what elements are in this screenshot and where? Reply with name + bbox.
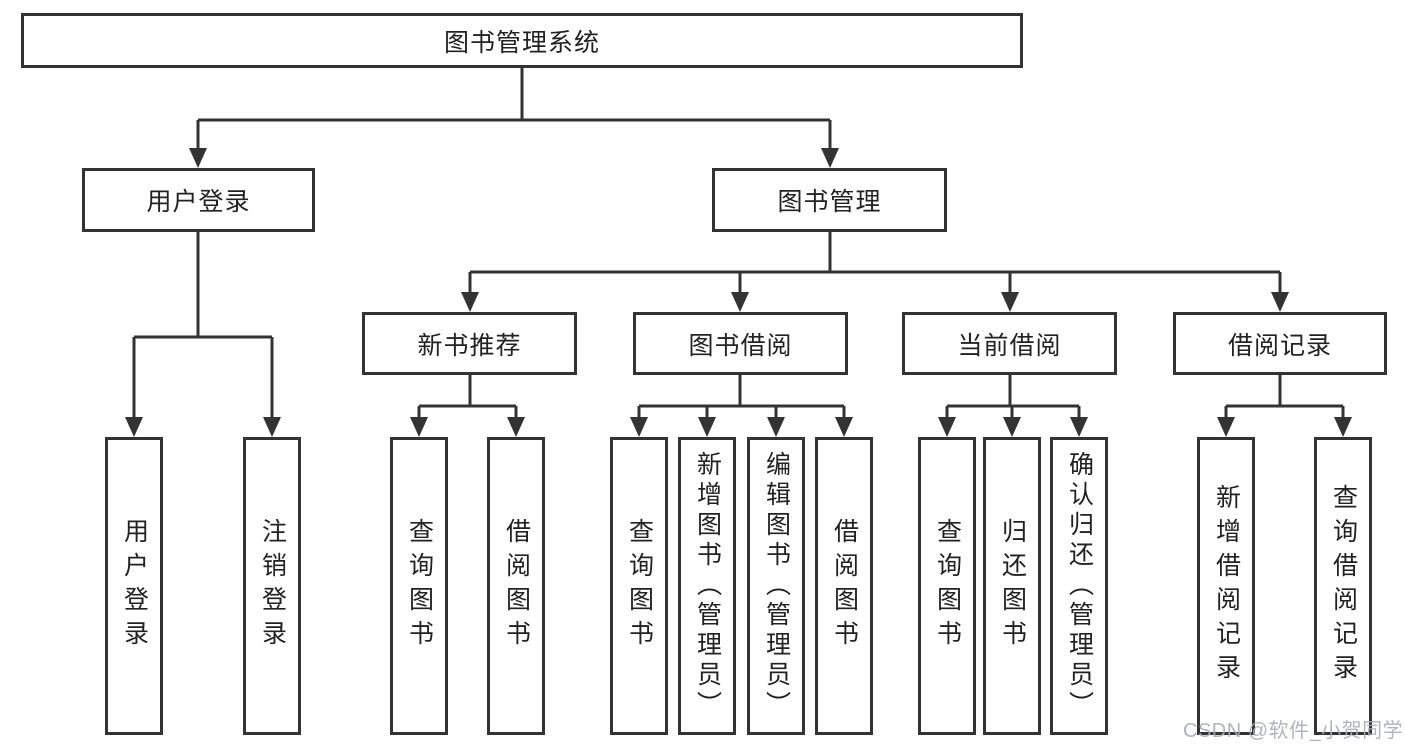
leaf-borrow-books-2-label: 借阅图书 (830, 518, 859, 654)
leaf-add-borrow-record: 新增借阅记录 (1197, 437, 1255, 735)
csdn-watermark: CSDN @软件_小贺同学 (1183, 720, 1404, 742)
node-new-book-recommend: 新书推荐 (362, 312, 577, 375)
leaf-query-books-1: 查询图书 (390, 437, 448, 735)
leaf-add-borrow-record-label: 新增借阅记录 (1212, 484, 1241, 688)
leaf-edit-book-admin-label: 编辑图书（管理员） (762, 451, 791, 721)
leaf-query-books-3: 查询图书 (918, 437, 976, 735)
node-current-borrowing: 当前借阅 (902, 312, 1117, 375)
node-borrowing-records: 借阅记录 (1173, 312, 1387, 375)
leaf-query-borrow-record-label: 查询借阅记录 (1329, 484, 1358, 688)
leaf-user-login: 用户登录 (105, 437, 163, 735)
leaf-confirm-return-admin-label: 确认归还（管理员） (1065, 451, 1094, 721)
leaf-confirm-return-admin: 确认归还（管理员） (1050, 437, 1108, 735)
leaf-query-books-2-label: 查询图书 (625, 518, 654, 654)
node-book-borrowing: 图书借阅 (633, 312, 848, 375)
leaf-add-book-admin-label: 新增图书（管理员） (693, 451, 722, 721)
leaf-return-books-label: 归还图书 (998, 518, 1027, 654)
leaf-add-book-admin: 新增图书（管理员） (678, 437, 736, 735)
leaf-borrow-books-1-label: 借阅图书 (502, 518, 531, 654)
node-root-system: 图书管理系统 (21, 13, 1023, 68)
leaf-query-books-3-label: 查询图书 (933, 518, 962, 654)
leaf-user-login-label: 用户登录 (120, 518, 149, 654)
leaf-query-books-1-label: 查询图书 (405, 518, 434, 654)
node-user-login: 用户登录 (82, 168, 315, 232)
leaf-edit-book-admin: 编辑图书（管理员） (747, 437, 805, 735)
leaf-logout: 注销登录 (243, 437, 301, 735)
leaf-borrow-books-2: 借阅图书 (815, 437, 873, 735)
leaf-borrow-books-1: 借阅图书 (487, 437, 545, 735)
leaf-query-borrow-record: 查询借阅记录 (1314, 437, 1372, 735)
node-book-management: 图书管理 (712, 168, 947, 232)
leaf-query-books-2: 查询图书 (610, 437, 668, 735)
leaf-logout-label: 注销登录 (258, 518, 287, 654)
leaf-return-books: 归还图书 (983, 437, 1041, 735)
